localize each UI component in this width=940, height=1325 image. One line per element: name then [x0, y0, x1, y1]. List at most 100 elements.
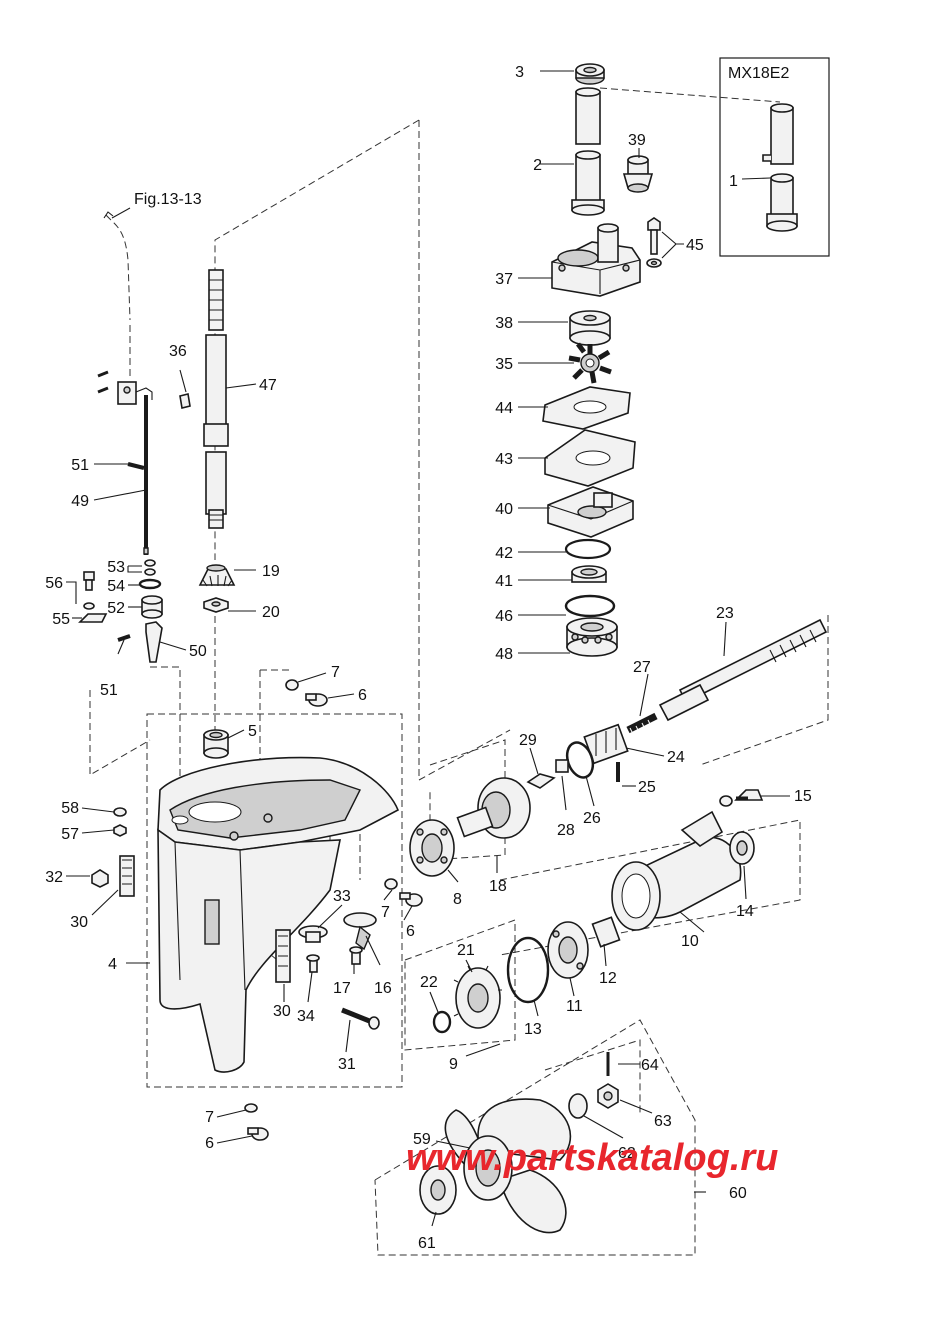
model-box: MX18E2 — [719, 57, 830, 257]
label-31: 31 — [338, 1056, 356, 1073]
part-24-clutch — [583, 723, 629, 765]
label-58: 58 — [61, 800, 79, 817]
label-32: 32 — [45, 869, 63, 886]
part-42-o-ring — [564, 538, 612, 560]
part-22-shim — [432, 1010, 452, 1034]
part-10-housing — [611, 810, 742, 931]
part-19-pinion-gear — [198, 564, 236, 587]
part-41-oil-seal — [571, 565, 607, 583]
part-55-washer — [83, 602, 95, 610]
drive-shaft — [179, 269, 236, 759]
label-34: 34 — [297, 1008, 315, 1025]
label-6b: 6 — [406, 923, 415, 940]
part-7b-washer — [384, 878, 398, 890]
water-pump-stack — [542, 63, 662, 657]
part-46-o-ring — [564, 594, 616, 618]
part-14-seal — [729, 831, 755, 865]
label-11: 11 — [566, 998, 583, 1015]
label-61: 61 — [418, 1235, 436, 1252]
label-15: 15 — [794, 788, 812, 805]
label-7c: 7 — [205, 1109, 214, 1126]
label-13: 13 — [524, 1021, 542, 1038]
label-38: 38 — [495, 315, 513, 332]
part-8-bearing — [409, 819, 455, 877]
part-7a-washer — [285, 679, 299, 691]
label-36: 36 — [169, 343, 187, 360]
label-62: 62 — [618, 1145, 636, 1162]
label-51b: 51 — [100, 682, 118, 699]
part-54-o-ring — [138, 578, 162, 590]
label-4: 4 — [108, 956, 117, 973]
label-28: 28 — [557, 822, 575, 839]
label-53: 53 — [107, 559, 125, 576]
part-31-bolt — [341, 1007, 380, 1030]
part-52-shift-rod-guide — [141, 595, 163, 619]
label-48: 48 — [495, 646, 513, 663]
label-8: 8 — [453, 891, 462, 908]
label-30b: 30 — [273, 1003, 291, 1020]
label-33: 33 — [333, 888, 351, 905]
part-39-seal — [622, 155, 654, 193]
part-58-plug — [113, 807, 127, 817]
part-44-gasket — [542, 386, 631, 430]
label-24: 24 — [667, 749, 685, 766]
label-59: 59 — [413, 1131, 431, 1148]
label-6a: 6 — [358, 687, 367, 704]
part-4-gear-case — [157, 756, 400, 1073]
part-30a-anode — [119, 855, 135, 897]
label-17: 17 — [333, 980, 351, 997]
label-60: 60 — [729, 1185, 747, 1202]
model-box-title: MX18E2 — [728, 65, 789, 82]
part-32-anode-nut — [91, 869, 109, 888]
shift-rod-joint — [117, 381, 153, 405]
part-62-washer — [568, 1093, 588, 1119]
part-29-shift-plunger — [526, 773, 556, 789]
label-20: 20 — [262, 604, 280, 621]
label-27: 27 — [633, 659, 651, 676]
label-5: 5 — [248, 723, 257, 740]
part-61-spacer — [419, 1165, 457, 1215]
label-29: 29 — [519, 732, 537, 749]
part-51-pin — [127, 462, 145, 470]
label-18: 18 — [489, 878, 507, 895]
label-6c: 6 — [205, 1135, 214, 1152]
part-57-gasket — [113, 824, 127, 837]
label-57: 57 — [61, 826, 79, 843]
label-30a: 30 — [70, 914, 88, 931]
shift-linkage — [78, 211, 163, 663]
gear-case-fasteners — [91, 679, 423, 1141]
label-7a: 7 — [331, 664, 340, 681]
label-56: 56 — [45, 575, 63, 592]
part-45-bolt — [646, 217, 662, 268]
part-16-water-strainer — [343, 912, 377, 951]
part-51b-pin — [117, 634, 131, 642]
part-63-nut — [597, 1083, 619, 1109]
label-9: 9 — [449, 1056, 458, 1073]
part-34-screw — [306, 954, 320, 973]
label-16: 16 — [374, 980, 392, 997]
label-3: 3 — [515, 64, 524, 81]
propeller-group — [419, 1052, 619, 1234]
part-30b-anode — [275, 929, 291, 983]
label-54: 54 — [107, 578, 125, 595]
part-50-shift-cam — [145, 621, 163, 663]
part-53-clip — [144, 559, 156, 567]
label-46: 46 — [495, 608, 513, 625]
label-35: 35 — [495, 356, 513, 373]
label-51a: 51 — [71, 457, 89, 474]
part-21-reverse-gear — [453, 965, 502, 1029]
part-56-bolt — [83, 571, 95, 591]
part-36-key — [179, 393, 191, 409]
part-6a-screw — [305, 693, 328, 707]
label-25: 25 — [638, 779, 656, 796]
watermark: www.partskatalog.ru — [406, 1137, 778, 1179]
label-44: 44 — [495, 400, 513, 417]
part-6b-screw — [399, 892, 423, 907]
propeller-shaft-group — [409, 618, 828, 877]
part-2-water-tube — [571, 87, 605, 216]
label-42: 42 — [495, 545, 513, 562]
label-10: 10 — [681, 933, 699, 950]
part-7c-washer — [244, 1103, 258, 1113]
label-12: 12 — [599, 970, 617, 987]
